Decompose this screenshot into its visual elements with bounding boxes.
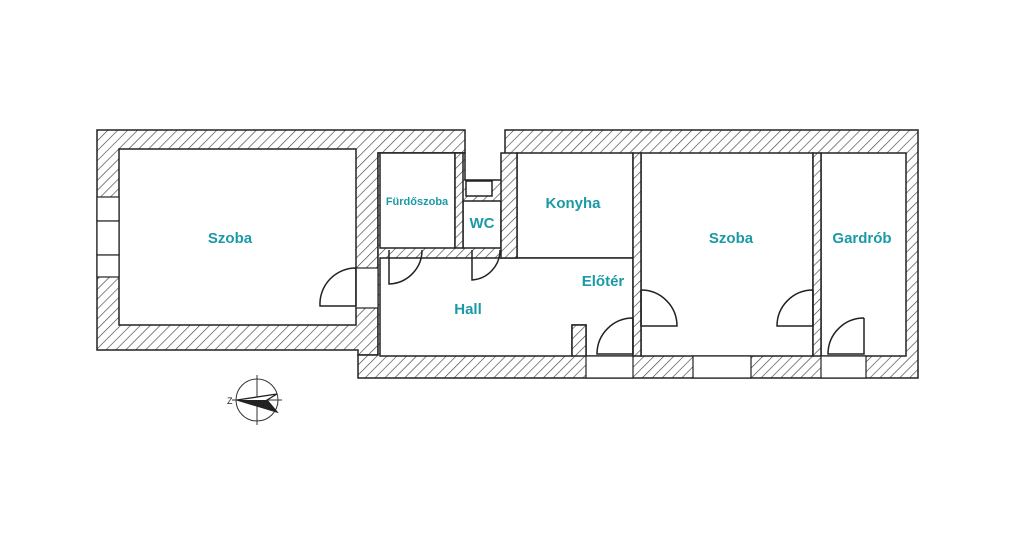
- label-szoba-left: Szoba: [208, 230, 253, 247]
- label-gardrob: Gardrób: [832, 230, 891, 247]
- door-eloter: [596, 317, 634, 355]
- doors: [319, 249, 865, 355]
- door-wc: [471, 249, 501, 281]
- compass-north-arrow-icon: Z: [227, 375, 282, 425]
- door-furdoszoba: [388, 249, 423, 285]
- partition-szoba-gardrob: [812, 152, 822, 357]
- window-hall-stub: [355, 267, 379, 309]
- partitions: [454, 152, 822, 357]
- door-szoba-left: [319, 267, 357, 307]
- shaft: [465, 180, 493, 197]
- room-labels: Szoba Fürdőszoba WC Konyha Hall Előtér S…: [208, 195, 892, 318]
- label-szoba-right: Szoba: [709, 230, 754, 247]
- partition-konyha-szoba: [632, 152, 642, 357]
- window-left-1: [96, 196, 120, 222]
- window-left-3: [96, 254, 120, 278]
- room-szoba-left: [118, 148, 357, 326]
- window-bottom-1: [585, 355, 634, 379]
- label-wc: WC: [470, 215, 495, 232]
- compass-label: Z: [227, 396, 233, 406]
- partition-furdo-wc: [454, 152, 464, 249]
- room-interiors: [118, 148, 907, 357]
- partition-hall-stub: [571, 324, 587, 357]
- label-eloter: Előtér: [582, 273, 625, 290]
- door-gardrob: [827, 317, 865, 355]
- partition-wc-konyha: [500, 152, 518, 259]
- label-hall: Hall: [454, 301, 482, 318]
- label-konyha: Konyha: [545, 195, 601, 212]
- door-szoba-right-a: [640, 289, 678, 327]
- label-furdoszoba: Fürdőszoba: [386, 196, 449, 208]
- room-furdoszoba: [379, 152, 456, 249]
- window-bottom-3: [820, 355, 867, 379]
- window-left-2: [96, 220, 120, 256]
- door-szoba-right-b: [776, 289, 814, 327]
- windows: [96, 196, 867, 379]
- window-bottom-2: [692, 355, 752, 379]
